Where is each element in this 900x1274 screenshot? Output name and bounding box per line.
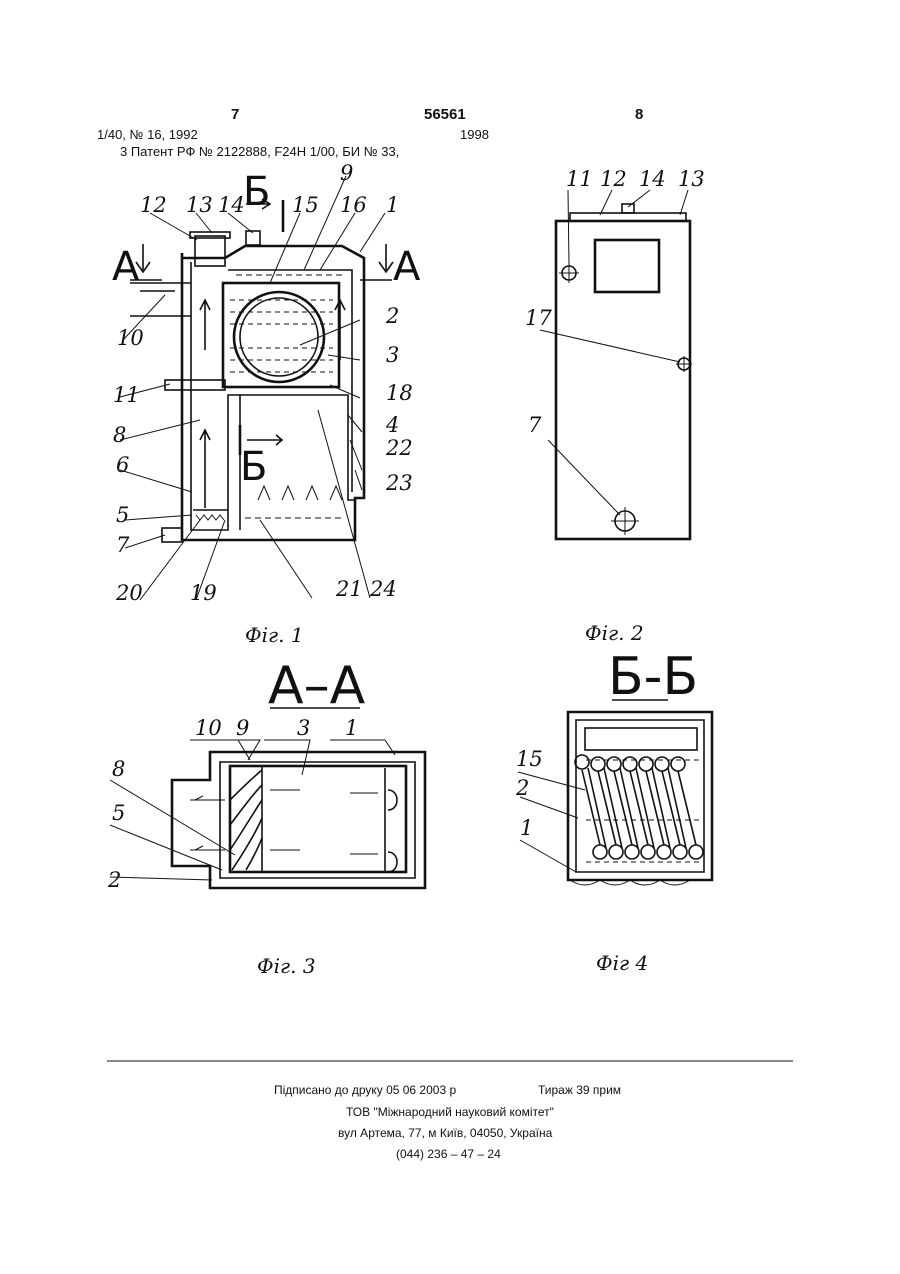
svg-text:3: 3 [297, 716, 310, 740]
svg-text:10: 10 [195, 716, 222, 740]
figure-3-drawing: А–А 10 9 3 1 8 5 2 [107, 656, 425, 892]
svg-text:1: 1 [345, 716, 358, 740]
footer-circulation: Тираж 39 прим [538, 1083, 621, 1097]
svg-text:17: 17 [525, 306, 552, 330]
section-mark-b-top: Б [243, 169, 270, 215]
svg-text:15: 15 [292, 193, 319, 217]
section-mark-a-right: А [393, 244, 421, 290]
svg-text:19: 19 [190, 581, 217, 605]
figure-1-drawing: А А Б Б 12 13 14 15 9 16 1 10 2 3 18 11 … [112, 161, 421, 605]
svg-text:1: 1 [520, 816, 533, 840]
section-mark-a-left: А [112, 244, 140, 290]
footer-phone: (044) 236 – 47 – 24 [396, 1147, 501, 1161]
svg-text:6: 6 [116, 453, 129, 477]
svg-text:14: 14 [639, 167, 666, 191]
svg-text:5: 5 [116, 503, 129, 527]
svg-text:11: 11 [113, 383, 140, 407]
svg-text:4: 4 [385, 413, 399, 437]
svg-text:21: 21 [335, 577, 363, 601]
fig3-section-title: А–А [268, 656, 366, 716]
svg-text:23: 23 [385, 471, 413, 495]
svg-text:13: 13 [678, 167, 705, 191]
footer-signed-date: Підписано до друку 05 06 2003 р [274, 1083, 456, 1097]
svg-text:8: 8 [112, 757, 125, 781]
svg-text:13: 13 [186, 193, 213, 217]
svg-text:22: 22 [385, 436, 413, 460]
footer-publisher: ТОВ "Міжнародний науковий комітет" [346, 1105, 554, 1119]
svg-text:2: 2 [107, 868, 121, 892]
svg-text:3: 3 [386, 343, 399, 367]
figure-4-caption: Фіг 4 [596, 951, 648, 975]
svg-text:5: 5 [112, 801, 125, 825]
footer-address: вул Артема, 77, м Київ, 04050, Україна [338, 1126, 552, 1140]
svg-text:10: 10 [117, 326, 144, 350]
svg-text:16: 16 [340, 193, 367, 217]
svg-text:7: 7 [116, 533, 130, 557]
svg-text:1: 1 [386, 193, 399, 217]
svg-text:20: 20 [115, 581, 143, 605]
svg-text:11: 11 [566, 167, 593, 191]
svg-text:12: 12 [600, 167, 627, 191]
svg-text:8: 8 [113, 423, 126, 447]
svg-text:7: 7 [528, 413, 542, 437]
svg-text:18: 18 [386, 381, 413, 405]
section-mark-b-bottom: Б [240, 444, 267, 490]
svg-text:9: 9 [340, 161, 353, 185]
svg-text:9: 9 [236, 716, 249, 740]
svg-text:2: 2 [515, 776, 529, 800]
svg-text:14: 14 [218, 193, 245, 217]
figure-1-caption: Фіг. 1 [245, 623, 304, 647]
figure-2-caption: Фіг. 2 [585, 621, 644, 645]
svg-text:15: 15 [516, 747, 543, 771]
fig4-section-title: Б-Б [608, 647, 698, 707]
svg-text:12: 12 [140, 193, 167, 217]
svg-text:24: 24 [369, 577, 397, 601]
figure-2-drawing: 11 12 14 13 17 7 [525, 167, 705, 539]
figure-3-caption: Фіг. 3 [257, 954, 316, 978]
svg-text:2: 2 [385, 304, 399, 328]
figure-4-drawing: Б-Б 15 2 1 [515, 647, 712, 885]
